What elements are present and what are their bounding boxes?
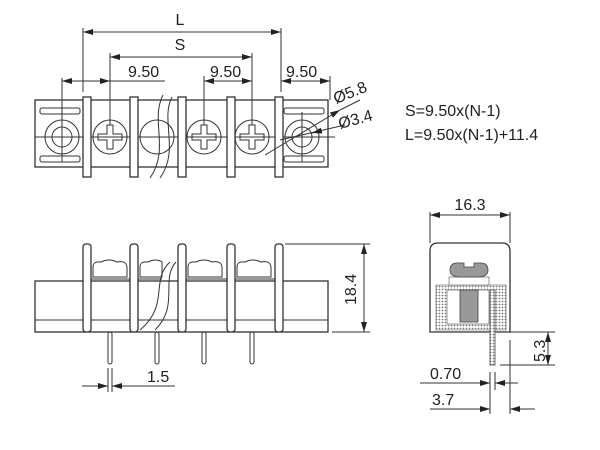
break-line: [149, 94, 173, 179]
side-view: 16.3 5.3 0.70 3.7: [420, 197, 555, 414]
pin-side: [489, 289, 496, 366]
dim-S: S: [175, 37, 186, 54]
dim-L: L: [176, 12, 185, 29]
front-view: 18.4 1.5: [34, 243, 370, 392]
formula-l: L=9.50x(N-1)+11.4: [405, 127, 538, 144]
dim-pin-thickness: 0.70: [430, 366, 461, 383]
top-view: L S 9.50 9.50 9.50 Ø5.8 Ø3.4: [34, 12, 375, 179]
dim-height: 18.4: [343, 274, 360, 305]
end-hole-right: [284, 112, 320, 162]
barriers-front: [82, 243, 284, 333]
dim-pitch-1: 9.50: [128, 64, 159, 81]
formula-s: S=9.50x(N-1): [405, 103, 501, 120]
screw-profiles: [91, 259, 275, 280]
dim-pin-length: 5.3: [532, 340, 549, 362]
dim-hole-outer: Ø5.8: [331, 79, 370, 108]
dim-pin-offset: 3.7: [432, 392, 454, 409]
clamp: [459, 289, 479, 323]
dim-pitch-2: 9.50: [210, 64, 241, 81]
dim-hole-inner: Ø3.4: [337, 107, 375, 132]
dim-side-width: 16.3: [454, 197, 485, 214]
dim-pin-width: 1.5: [147, 369, 169, 386]
barriers: [82, 96, 284, 178]
screw-side: [449, 262, 489, 278]
dim-pitch-3: 9.50: [286, 64, 317, 81]
pins: [107, 331, 255, 365]
